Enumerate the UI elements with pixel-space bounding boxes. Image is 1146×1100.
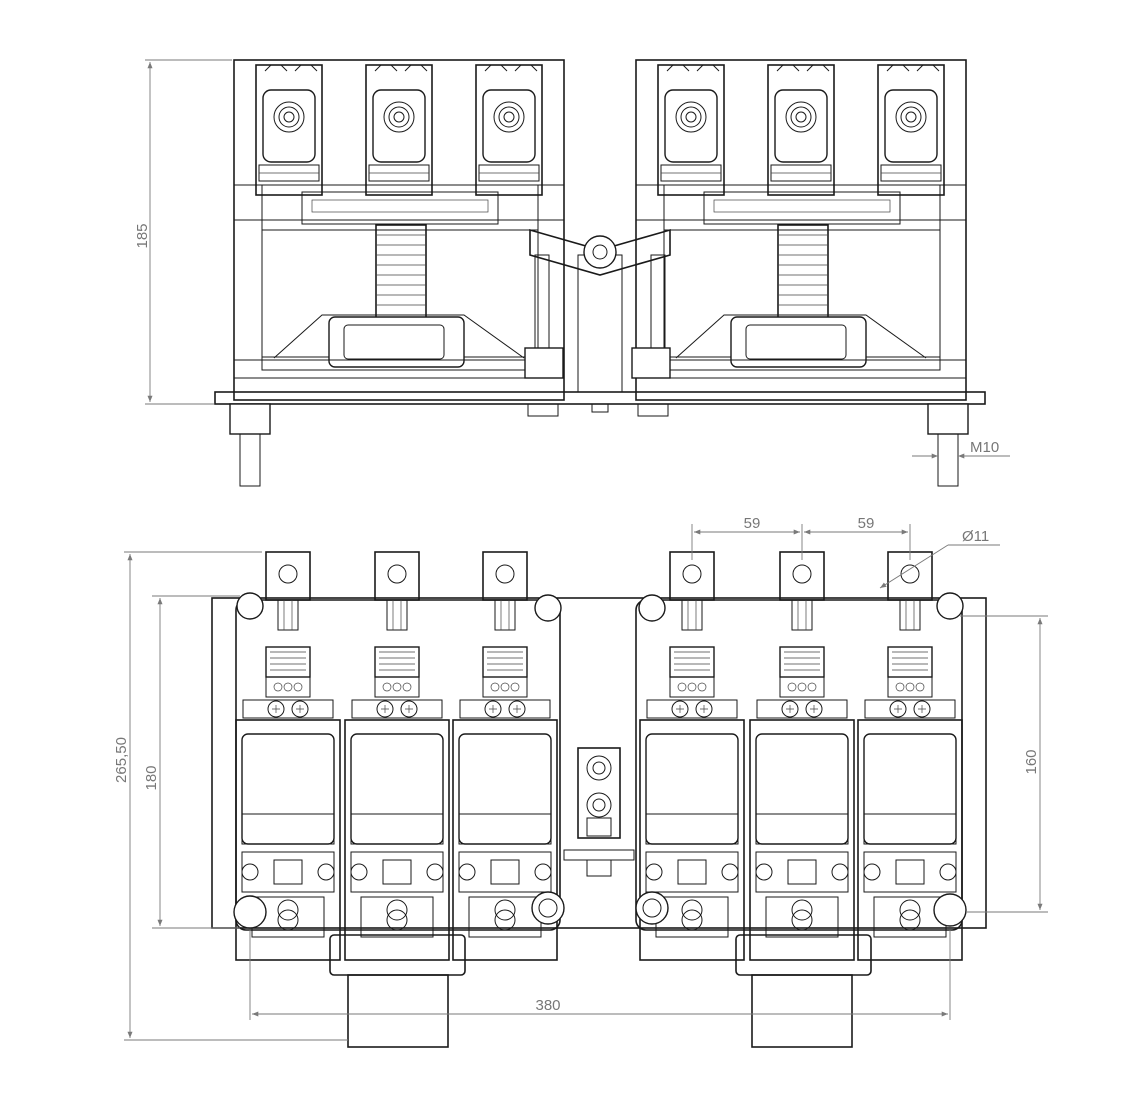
thread-m10-label: M10 xyxy=(970,439,999,456)
width-380-label: 380 xyxy=(535,997,560,1014)
pitch-59-label-2: 59 xyxy=(858,515,875,532)
top-view xyxy=(214,59,986,487)
height-265-label: 265,50 xyxy=(113,737,130,783)
hole-diameter-label: Ø11 xyxy=(962,528,989,545)
bottom-dimensions: 265,50 180 160 380 59 59 Ø11 xyxy=(113,515,1048,1041)
height-185-label: 185 xyxy=(134,223,151,248)
bottom-view xyxy=(211,551,987,1048)
pitch-59-label-1: 59 xyxy=(744,515,761,532)
height-180-label: 180 xyxy=(143,765,160,790)
top-dimensions: 185 M10 xyxy=(134,59,1010,459)
height-160-label: 160 xyxy=(1023,749,1040,774)
